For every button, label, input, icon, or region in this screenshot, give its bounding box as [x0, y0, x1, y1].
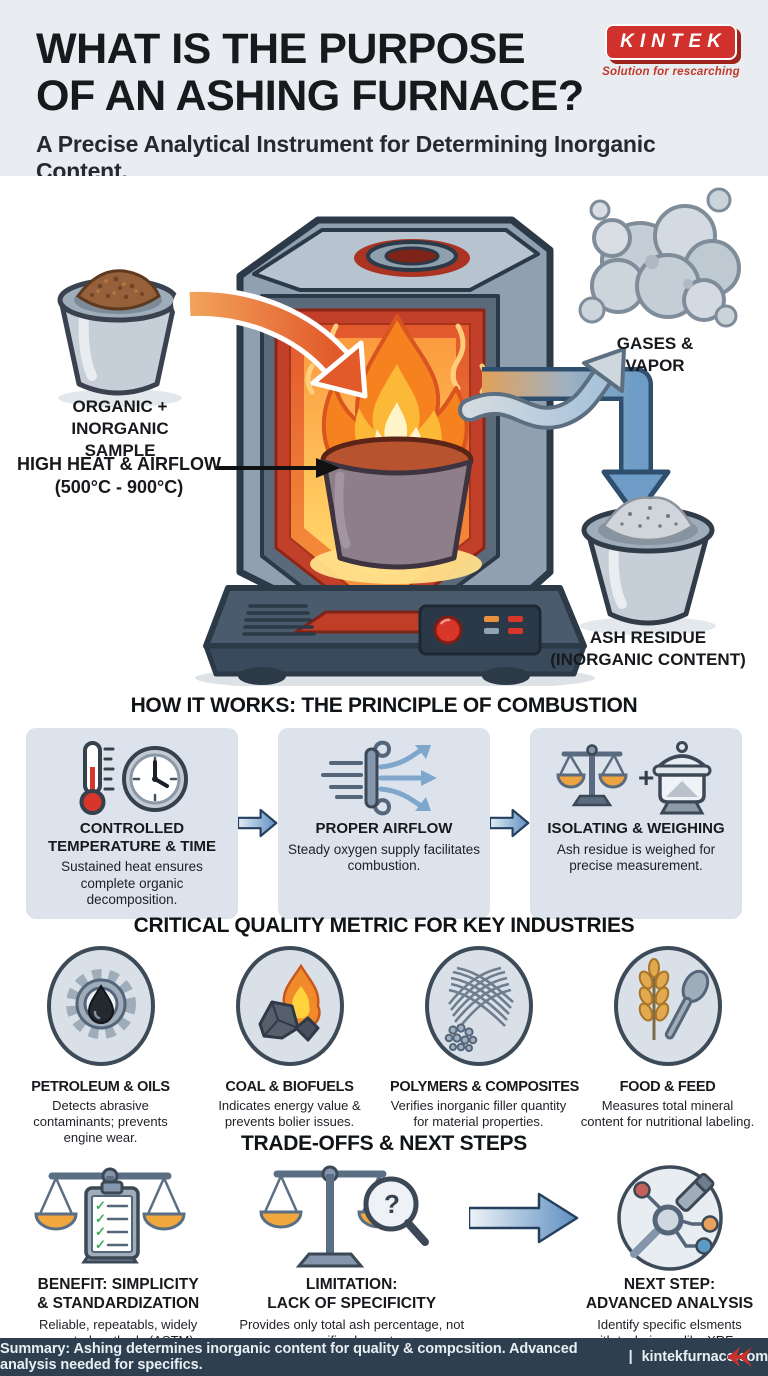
kintek-logo-text: KINTEK: [620, 31, 727, 52]
right-arrow-icon: [238, 809, 278, 838]
tradeoff-benefit: ✓ ✓ ✓ ✓ BENEFIT: SIMPLICITY & STANDARDIZ…: [14, 1160, 222, 1349]
check-glyph: ✓: [95, 1237, 106, 1252]
industry-food: FOOD & FEED Measures total mineral conte…: [573, 944, 762, 1146]
tradeoff-title: LIMITATION: LACK OF SPECIFICITY: [267, 1276, 437, 1312]
footer: Summary: Ashing determines inorganic con…: [0, 1338, 768, 1376]
wheat-spoon-icon: [613, 946, 722, 1066]
check-glyph: ✓: [95, 1198, 106, 1213]
header: WHAT IS THE PURPOSE OF AN ASHING FURNACE…: [0, 0, 768, 184]
kintek-footer-mark-icon: [728, 1347, 752, 1367]
analysis-molecule-icon: [585, 1160, 754, 1276]
card-controlled-temperature: CONTROLLED TEMPERATURE & TIME Sustained …: [26, 728, 238, 919]
industry-title: PETROLEUM & OILS: [31, 1079, 170, 1095]
check-glyph: ✓: [95, 1211, 106, 1226]
cup-shadow: [58, 389, 182, 407]
furnace-diagram: ORGANIC + INORGANIC SAMPLE HIGH HEAT & A…: [0, 176, 768, 686]
step-arrow-1: [238, 728, 278, 919]
card-proper-airflow: PROPER AIRFLOW Steady oxygen supply faci…: [278, 728, 490, 919]
tradeoff-limitation: ? LIMITATION: LACK OF SPECIFICITY Provid…: [234, 1160, 469, 1349]
industry-desc: Indicates energy value & prevents bolier…: [218, 1098, 361, 1129]
inner-crucible: [320, 436, 474, 570]
tradeoffs-section: TRADE-OFFS & NEXT STEPS: [0, 1124, 768, 1364]
smoke-cloud-icon: [578, 187, 741, 328]
industry-desc: Detects abrasive contaminants; prevents …: [33, 1098, 168, 1145]
label-gases-vapor: GASES & VAPOR: [616, 334, 694, 376]
tradeoff-title: BENEFIT: SIMPLICITY & STANDARDIZATION: [37, 1276, 200, 1312]
ash-crucible-icon: [581, 496, 715, 626]
card-desc: Steady oxygen supply facilitates combust…: [287, 841, 481, 874]
industry-petroleum: PETROLEUM & OILS Detects abrasive contam…: [6, 944, 195, 1146]
tradeoffs-title: TRADE-OFFS & NEXT STEPS: [241, 1132, 527, 1155]
scale-clipboard-icon: ✓ ✓ ✓ ✓: [14, 1160, 222, 1276]
scale-magnifier-icon: ?: [234, 1160, 469, 1276]
label-organic-inorganic-sample: ORGANIC + INORGANIC SAMPLE: [71, 397, 169, 460]
how-it-works-title: HOW IT WORKS: THE PRINCIPLE OF COMBUSTIO…: [130, 694, 638, 717]
furnace-diagram-art: [57, 187, 741, 686]
industries-row: PETROLEUM & OILS Detects abrasive contam…: [0, 944, 768, 1146]
industry-polymers: POLYMERS & COMPOSITES Verifies inorganic…: [384, 944, 579, 1146]
label-ash-residue: ASH RESIDUE (INORGANIC CONTENT): [550, 628, 746, 670]
scale-jar-icon: +: [538, 738, 734, 818]
card-isolating-weighing: + ISOLATING & WEIGHING Ash residue is we…: [530, 728, 742, 919]
kintek-logo-tagline: Solution for rescarching: [602, 66, 740, 78]
card-desc: Sustained heat ensures complete organic …: [61, 859, 203, 908]
how-it-works-cards: CONTROLLED TEMPERATURE & TIME Sustained …: [0, 728, 768, 919]
industry-title: FOOD & FEED: [619, 1079, 716, 1095]
kintek-logo-box: KINTEK: [605, 24, 737, 60]
sample-granules: [90, 276, 144, 300]
next-step-arrow: [469, 1160, 581, 1276]
vent-grille: [242, 604, 316, 636]
tradeoff-next-step: NEXT STEP: ADVANCED ANALYSIS Identify sp…: [585, 1160, 754, 1366]
gear-oil-drop-icon: [46, 946, 155, 1066]
big-right-arrow-icon: [469, 1192, 579, 1244]
label-high-heat-airflow: HIGH HEAT & AIRFLOW (500°C - 900°C): [17, 454, 221, 497]
sample-crucible-icon: [57, 269, 179, 396]
card-title: PROPER AIRFLOW: [315, 820, 453, 837]
heat-pointer-arrow-icon: [216, 458, 340, 478]
plus-glyph: +: [638, 762, 654, 793]
residue-out-arrow-icon: [482, 367, 671, 519]
card-title: CONTROLLED TEMPERATURE & TIME: [47, 820, 217, 855]
coal-flame-icon: [235, 946, 344, 1066]
check-glyph: ✓: [95, 1224, 106, 1239]
furnace-icon: [203, 216, 587, 685]
airflow-icon: [286, 738, 482, 818]
gas-out-arrow-icon: [458, 347, 626, 430]
card-title: ISOLATING & WEIGHING: [547, 820, 725, 837]
card-desc: Ash residue is weighed for precise measu…: [556, 841, 716, 874]
question-glyph: ?: [384, 1189, 400, 1219]
footer-separator: |: [628, 1349, 633, 1365]
footer-summary: Summary: Ashing determines inorganic con…: [0, 1341, 578, 1373]
right-arrow-icon: [490, 809, 530, 838]
ashcup-shadow: [580, 617, 716, 635]
tradeoffs-row: ✓ ✓ ✓ ✓ BENEFIT: SIMPLICITY & STANDARDIZ…: [0, 1160, 768, 1366]
industry-coal: COAL & BIOFUELS Indicates energy value &…: [195, 944, 384, 1146]
fiber-composite-icon: [424, 946, 533, 1066]
tradeoff-title: NEXT STEP: ADVANCED ANALYSIS: [585, 1276, 754, 1312]
ash-speckles: [620, 506, 678, 528]
industry-desc: Measures total mineral content for nutri…: [580, 1098, 755, 1129]
industry-title: COAL & BIOFUELS: [225, 1079, 354, 1095]
industry-title: POLYMERS & COMPOSITES: [390, 1079, 579, 1095]
thermometer-clock-icon: [34, 738, 230, 818]
how-it-works-section: HOW IT WORKS: THE PRINCIPLE OF COMBUSTIO…: [0, 686, 768, 919]
control-panel: [418, 604, 542, 656]
kintek-logo: KINTEK Solution for rescarching: [596, 24, 746, 78]
industry-desc: Verifies inorganic filler quantity for m…: [390, 1098, 567, 1129]
industries-section: CRITICAL QUALITY METRIC FOR KEY INDUSTRI…: [0, 900, 768, 1145]
industries-title: CRITICAL QUALITY METRIC FOR KEY INDUSTRI…: [133, 914, 635, 937]
page-title: WHAT IS THE PURPOSE OF AN ASHING FURNACE…: [36, 25, 584, 120]
orange-feed-arrow-icon: [173, 286, 368, 399]
step-arrow-2: [490, 728, 530, 919]
